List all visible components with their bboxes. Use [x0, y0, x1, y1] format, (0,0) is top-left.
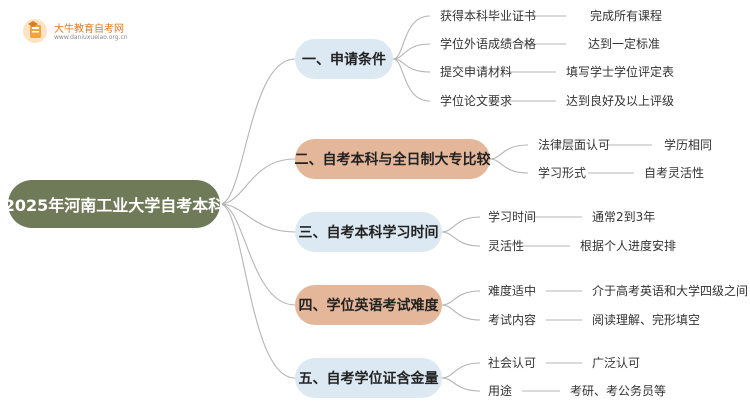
leaf-value[interactable]: 达到良好及以上评级 [566, 94, 675, 108]
leaf-value[interactable]: 广泛认可 [592, 356, 641, 370]
branch-study-time[interactable]: 三、自考本科学习时间 [295, 212, 442, 252]
branch-comparison[interactable]: 二、自考本科与全日制大专比较 [295, 139, 491, 179]
leaf-value[interactable]: 填写学士学位评定表 [566, 65, 675, 79]
leaf-label[interactable]: 学习形式 [538, 166, 587, 180]
branch-english-exam[interactable]: 四、学位英语考试难度 [295, 285, 442, 325]
leaf-value[interactable]: 通常2到3年 [592, 210, 656, 224]
leaf-value[interactable]: 达到一定标准 [588, 37, 661, 51]
logo-name: 大牛教育自考网 [54, 24, 124, 35]
leaf-value[interactable]: 完成所有课程 [590, 9, 663, 23]
leaf-label[interactable]: 获得本科毕业证书 [440, 9, 537, 23]
leaf-label[interactable]: 学习时间 [488, 210, 537, 224]
leaf-label[interactable]: 提交申请材料 [440, 65, 513, 79]
leaf-value[interactable]: 介于高考英语和大学四级之间 [592, 284, 749, 298]
leaf-label[interactable]: 学位论文要求 [440, 94, 513, 108]
site-logo[interactable]: 大牛教育自考网 www.daniuxueiao.org.cn [22, 18, 162, 48]
leaf-label[interactable]: 学位外语成绩合格 [440, 37, 537, 51]
branch-degree-value[interactable]: 五、自考学位证含金量 [295, 358, 442, 398]
leaf-label[interactable]: 考试内容 [488, 313, 537, 327]
branch-application-conditions[interactable]: 一、申请条件 [295, 39, 393, 79]
leaf-label[interactable]: 社会认可 [488, 356, 537, 370]
leaf-value[interactable]: 学历相同 [664, 138, 713, 152]
leaf-label[interactable]: 灵活性 [488, 239, 525, 253]
leaf-value[interactable]: 考研、考公务员等 [570, 384, 667, 398]
leaf-label[interactable]: 法律层面认可 [538, 138, 611, 152]
leaf-label[interactable]: 用途 [488, 384, 513, 398]
leaf-value[interactable]: 自考灵活性 [644, 166, 705, 180]
leaf-value[interactable]: 根据个人进度安排 [580, 239, 677, 253]
book-icon [23, 19, 47, 43]
leaf-value[interactable]: 阅读理解、完形填空 [592, 313, 701, 327]
logo-url: www.daniuxueiao.org.cn [54, 34, 128, 41]
root-node[interactable]: 2025年河南工业大学自考本科 [4, 180, 224, 228]
leaf-label[interactable]: 难度适中 [488, 284, 537, 298]
